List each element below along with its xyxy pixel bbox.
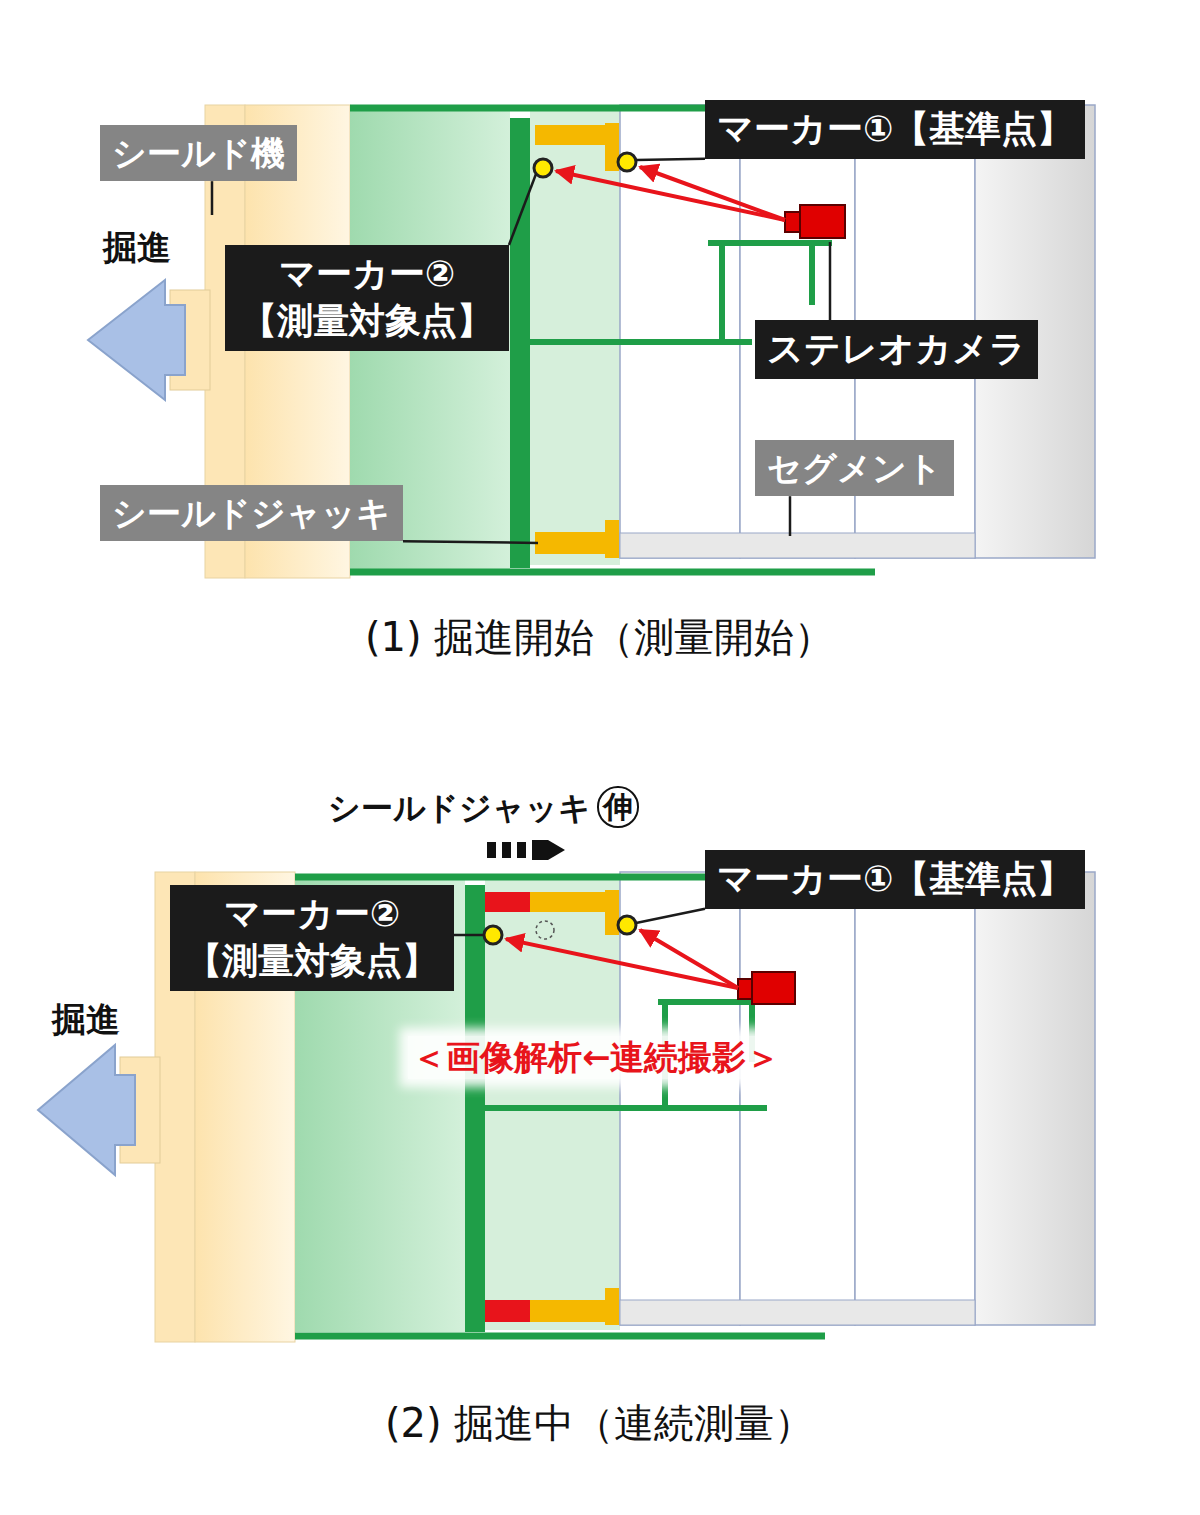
process-note: ＜画像解析←連続撮影＞ [408, 1036, 785, 1079]
panel-caption: (1) 掘進開始（測量開始） [365, 612, 834, 662]
leader-line [636, 909, 705, 923]
callout-box: マーカー② 【測量対象点】 [170, 885, 454, 991]
node-text: セグメント [767, 446, 942, 490]
leader-line [789, 496, 792, 536]
leader-line [454, 934, 485, 937]
direction-label: 掘進 [103, 226, 171, 269]
part-label-box: セグメント [755, 440, 954, 496]
node-text: マーカー①【基準点】 [717, 856, 1073, 903]
leader-line [829, 242, 832, 320]
node-text: シールドジャッキ [112, 491, 391, 535]
node-text: マーカー② 【測量対象点】 [237, 251, 497, 345]
node-text: ステレオカメラ [767, 326, 1026, 373]
panel-caption: (2) 掘進中（連続測量） [385, 1398, 814, 1448]
callout-box: マーカー② 【測量対象点】 [225, 245, 509, 351]
part-label-box: シールド機 [100, 125, 297, 181]
leader-line [509, 174, 536, 245]
leader-line [211, 181, 214, 215]
leader-line [636, 159, 705, 160]
node-text: マーカー①【基準点】 [717, 106, 1073, 153]
direction-label: 掘進 [52, 998, 120, 1041]
callout-box: ステレオカメラ [755, 320, 1038, 379]
callout-box: マーカー①【基準点】 [705, 850, 1085, 909]
node-text: マーカー② 【測量対象点】 [182, 891, 442, 985]
extend-mark: 伸 [597, 786, 639, 828]
callout-box: マーカー①【基準点】 [705, 100, 1085, 159]
leader-line [403, 541, 538, 543]
part-label-box: シールドジャッキ [100, 485, 403, 541]
panel-start [88, 105, 1095, 578]
jack-label: シールドジャッキ [328, 788, 591, 828]
panel-advance [38, 840, 1095, 1342]
node-text: シールド機 [112, 131, 285, 175]
